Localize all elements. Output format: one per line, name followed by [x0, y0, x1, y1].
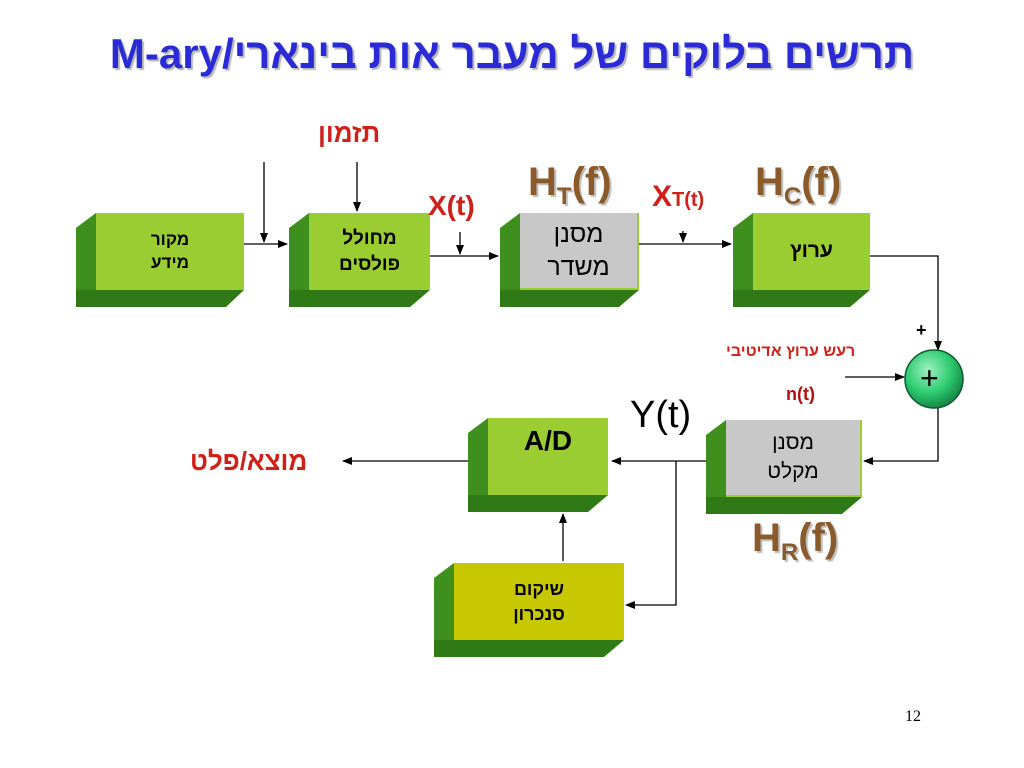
xt2-label: XT(t)	[652, 180, 704, 214]
yt-label: Y(t)	[630, 394, 692, 436]
source-label: מקור מידע	[150, 229, 190, 272]
hc-tail: (f)	[801, 160, 842, 204]
ht-sub: T	[556, 183, 572, 210]
arrow-adder-to-rx	[863, 406, 939, 465]
page-number: 12	[905, 708, 921, 725]
nt-label: n(t)	[786, 384, 815, 404]
xt2-sub: T(t)	[672, 189, 705, 211]
output-label: מוצא/פלט	[190, 446, 308, 476]
ht-tail: (f)	[571, 160, 612, 204]
ht-label: HT(f)	[528, 160, 612, 211]
hr-sub: R	[780, 539, 799, 566]
noise-label: רעש ערוץ אדיטיבי	[726, 343, 856, 360]
hc-sub: C	[783, 183, 802, 210]
receive-filter-block	[706, 420, 862, 514]
adder-node	[904, 349, 964, 409]
hr-label: HR(f)	[752, 516, 838, 567]
hc-main: H	[755, 160, 784, 204]
channel-label: ערוץ	[790, 239, 833, 263]
slide-title: תרשים בלוקים של מעבר אות בינארי/M-ary	[109, 30, 915, 77]
arrow-tap-to-sync	[625, 461, 677, 609]
transmit-filter-label: מסנן משדר	[547, 220, 610, 281]
adder-symbol: +	[920, 360, 939, 396]
sync-recovery-label: שיקום סנכרון	[513, 579, 565, 624]
receive-filter-label: מסנן מקלט	[767, 431, 819, 483]
pulse-generator-block	[289, 213, 430, 307]
pulse-generator-label: מחולל פולסים	[339, 227, 400, 275]
arrow-channel-to-adder	[870, 255, 942, 351]
xt2-main: X	[652, 180, 673, 213]
hr-main: H	[752, 516, 781, 560]
ad-block	[468, 418, 608, 512]
sync-recovery-block	[434, 563, 624, 657]
channel-block	[733, 213, 870, 307]
xt-label: X(t)	[428, 190, 475, 221]
transmit-filter-block	[500, 213, 639, 307]
hr-tail: (f)	[798, 516, 839, 560]
source-block	[76, 213, 244, 307]
timing-label: תזמון	[318, 118, 381, 148]
hc-label: HC(f)	[755, 160, 841, 211]
adder-plus-mark: +	[916, 320, 927, 340]
ad-label: A/D	[523, 425, 573, 456]
ht-main: H	[528, 160, 557, 204]
